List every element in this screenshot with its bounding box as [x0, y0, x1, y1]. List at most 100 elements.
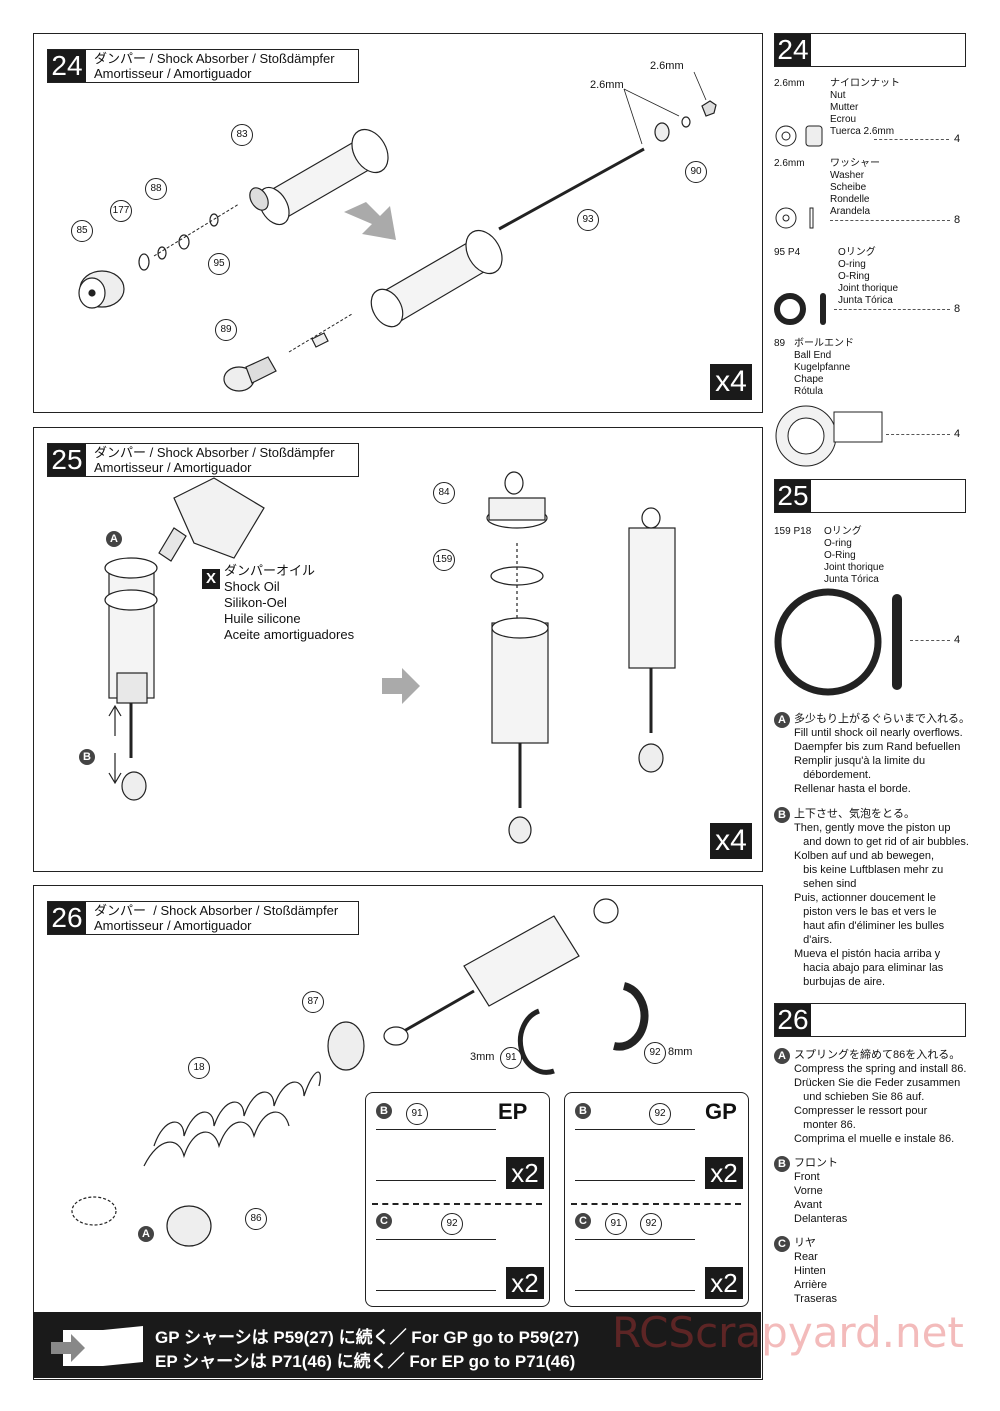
step-25-note-b: B 上下させ、気泡をとる。 Then, gently move the pist… — [774, 807, 974, 997]
sidebar-step-25: 25 — [774, 479, 966, 513]
spacer-label-8mm: 8mm — [668, 1046, 693, 1058]
callout-91: 91 — [605, 1213, 627, 1235]
callout-88: 88 — [145, 178, 167, 200]
row-marker-c: C — [376, 1213, 392, 1229]
book-arrow-icon — [51, 1326, 143, 1366]
note-marker-a: A — [774, 1048, 790, 1064]
callout-177: 177 — [110, 200, 132, 222]
callout-92: 92 — [640, 1213, 662, 1235]
ep-label: EP — [498, 1099, 528, 1124]
watermark: RCScrapyard.net — [612, 1308, 964, 1357]
gp-rear-shock — [575, 1239, 695, 1291]
note-marker-a: A — [774, 712, 790, 728]
step-number: 25 — [48, 444, 86, 476]
note-marker-a: A — [138, 1226, 154, 1242]
step-26-note-a: A スプリングを締めて86を入れる。 Compress the spring a… — [774, 1048, 974, 1148]
sidebar-step-number: 24 — [775, 34, 811, 66]
part-qty: 4 — [954, 428, 961, 440]
quantity-multiplier: x2 — [506, 1267, 544, 1299]
callout-90: 90 — [685, 161, 707, 183]
spacer-label-3mm: 3mm — [470, 1051, 495, 1063]
gp-front-shock — [575, 1129, 695, 1181]
part-size: 95 P4 — [774, 247, 801, 258]
step-26-diagram — [71, 898, 649, 1247]
note-text: スプリングを締めて86を入れる。 Compress the spring and… — [794, 1049, 967, 1145]
part-size: 2.6mm — [774, 158, 805, 169]
row-marker-c: C — [575, 1213, 591, 1229]
callout-86: 86 — [245, 1208, 267, 1230]
note-text: 多少もり上がるぐらいまで入れる。 Fill until shock oil ne… — [794, 713, 970, 795]
gp-spacer-box: GP B 92 x2 C 91 92 x2 — [564, 1092, 749, 1307]
sidebar-step-26: 26 — [774, 1003, 966, 1037]
ep-front-shock — [376, 1129, 496, 1181]
step-26-note-c: C リヤ Rear Hinten Arrière Traseras — [774, 1236, 974, 1311]
callout-84: 84 — [433, 482, 455, 504]
callout-18: 18 — [188, 1057, 210, 1079]
sidebar-step-24: 24 — [774, 33, 966, 67]
part-qty: 4 — [954, 634, 961, 646]
gp-label: GP — [705, 1099, 737, 1124]
part-qty: 8 — [954, 303, 961, 315]
note-marker-b: B — [774, 807, 790, 823]
callout-93: 93 — [577, 209, 599, 231]
dim-label-washer: 2.6mm — [590, 79, 624, 91]
quantity-multiplier: x4 — [710, 823, 752, 859]
note-text: フロント Front Vorne Avant Delanteras — [794, 1157, 848, 1225]
part-qty: 8 — [954, 214, 961, 226]
ep-rear-shock — [376, 1239, 496, 1291]
callout-92: 92 — [644, 1042, 666, 1064]
oil-marker: X — [202, 569, 220, 589]
callout-159: 159 — [433, 549, 455, 571]
note-text: 上下させ、気泡をとる。 Then, gently move the piston… — [794, 808, 969, 988]
washer-icon — [775, 207, 814, 229]
row-marker-b: B — [376, 1103, 392, 1119]
note-text: リヤ Rear Hinten Arrière Traseras — [794, 1237, 837, 1305]
step-number: 24 — [48, 50, 86, 82]
callout-92: 92 — [441, 1213, 463, 1235]
ep-spacer-box: EP B 91 x2 C 92 x2 — [365, 1092, 550, 1307]
part-size: 159 P18 — [774, 526, 812, 537]
part-size: 89 — [774, 338, 786, 349]
sidebar-step-number: 25 — [775, 480, 811, 512]
callout-87: 87 — [302, 991, 324, 1013]
footer-line-ep: EP シャーシは P71(46) に続く／ For EP go to P71(4… — [155, 1352, 576, 1371]
part-qty: 4 — [954, 133, 961, 145]
sidebar-step-number: 26 — [775, 1004, 811, 1036]
nut-icon — [775, 125, 823, 147]
callout-83: 83 — [231, 124, 253, 146]
oring-large-icon — [774, 588, 902, 696]
ball-end-icon — [775, 405, 883, 467]
step-24-exploded-diagram — [78, 71, 717, 392]
note-marker-b: B — [79, 749, 95, 765]
callout-95: 95 — [208, 253, 230, 275]
shock-oil-label: ダンパーオイル Shock Oil Silikon-Oel Huile sili… — [224, 563, 355, 642]
quantity-multiplier: x2 — [705, 1267, 743, 1299]
note-marker-c: C — [774, 1236, 790, 1252]
callout-92: 92 — [649, 1103, 671, 1125]
divider — [571, 1203, 741, 1205]
step-number: 26 — [48, 902, 86, 934]
quantity-multiplier: x2 — [705, 1157, 743, 1189]
next-step-footer: GP シャーシは P59(27) に続く／ For GP go to P59(2… — [33, 1312, 761, 1378]
callout-91: 91 — [500, 1047, 522, 1069]
row-marker-b: B — [575, 1103, 591, 1119]
step-25-diagram — [104, 471, 676, 844]
callout-89: 89 — [215, 319, 237, 341]
quantity-multiplier: x2 — [506, 1157, 544, 1189]
footer-line-gp: GP シャーシは P59(27) に続く／ For GP go to P59(2… — [155, 1328, 580, 1347]
